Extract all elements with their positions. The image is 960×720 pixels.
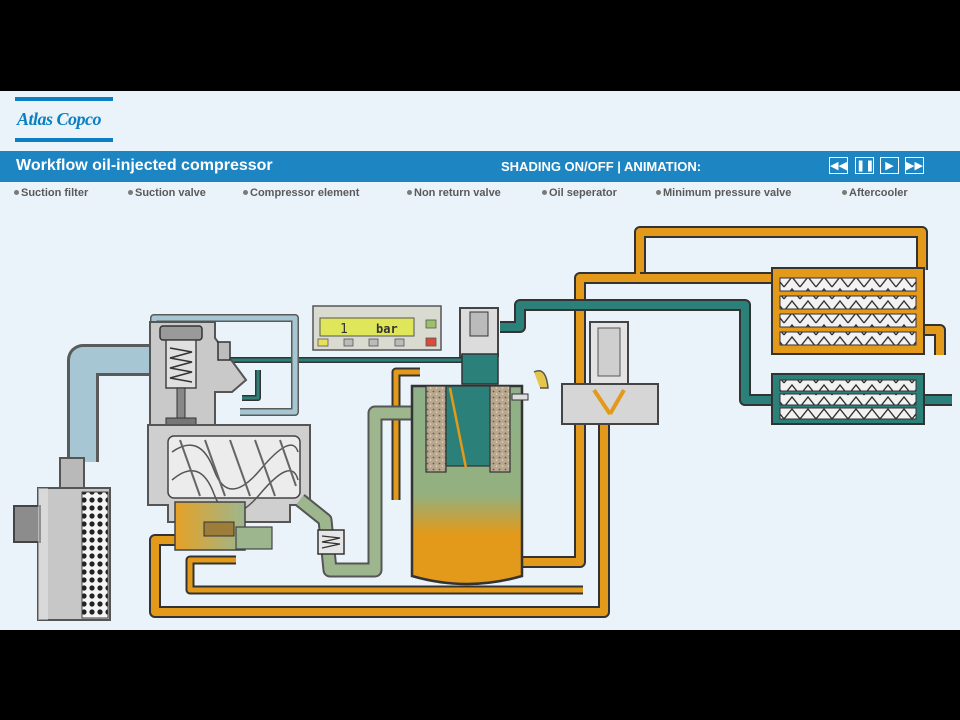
- nav-item-suction-filter[interactable]: Suction filter: [14, 187, 88, 199]
- bullet-icon: [542, 190, 547, 195]
- nav-item-non-return-valve[interactable]: Non return valve: [407, 187, 501, 199]
- bullet-icon: [656, 190, 661, 195]
- nav-item-label: Aftercooler: [849, 187, 908, 199]
- nav-item-label: Suction valve: [135, 187, 206, 199]
- oil-circuit: [149, 226, 946, 618]
- bullet-icon: [14, 190, 19, 195]
- controller-panel: 1 bar: [312, 305, 442, 351]
- nav-item-label: Non return valve: [414, 187, 501, 199]
- nav-item-oil-seperator[interactable]: Oil seperator: [542, 187, 617, 199]
- bullet-icon: [842, 190, 847, 195]
- fast-forward-icon: ▶▶: [906, 159, 923, 172]
- play-icon: ▶: [885, 159, 894, 172]
- non-return-valve: [317, 529, 345, 555]
- page-title: Workflow oil-injected compressor: [16, 157, 273, 174]
- controller-pressure-unit: bar: [376, 322, 398, 336]
- nav-item-suction-valve[interactable]: Suction valve: [128, 187, 206, 199]
- atlas-copco-logo: Atlas Copco: [15, 97, 113, 142]
- rewind-icon: ◀◀: [830, 159, 847, 172]
- oil-separator: [410, 307, 529, 586]
- nav-item-label: Minimum pressure valve: [663, 187, 792, 199]
- minimum-pressure-valve: [533, 321, 659, 425]
- title-bar: Workflow oil-injected compressor SHADING…: [0, 151, 960, 182]
- component-nav: Suction filter Suction valve Compressor …: [0, 184, 960, 204]
- non-return-valve-line: [295, 405, 420, 578]
- nav-item-label: Compressor element: [250, 187, 360, 199]
- pause-icon: ❚❚: [856, 159, 875, 172]
- suction-valve: [149, 321, 248, 431]
- compressor-element: [147, 424, 311, 551]
- shading-animation-label[interactable]: SHADING ON/OFF | ANIMATION:: [501, 159, 702, 174]
- nav-item-aftercooler[interactable]: Aftercooler: [842, 187, 908, 199]
- pause-button[interactable]: ❚❚: [855, 157, 874, 174]
- nav-item-minimum-pressure-valve[interactable]: Minimum pressure valve: [656, 187, 791, 199]
- compressor-diagram: 1 bar: [13, 226, 952, 621]
- play-button[interactable]: ▶: [880, 157, 899, 174]
- bullet-icon: [128, 190, 133, 195]
- compressed-air-line: [228, 299, 952, 406]
- rewind-button[interactable]: ◀◀: [829, 157, 848, 174]
- suction-filter: [13, 457, 111, 621]
- controller-pressure-value: 1: [340, 322, 348, 337]
- brand-name: Atlas Copco: [17, 109, 102, 129]
- workflow-stage: Atlas Copco Workflow oil-injected compre…: [0, 91, 960, 630]
- logo-bar: Atlas Copco: [0, 91, 960, 150]
- fast-forward-button[interactable]: ▶▶: [905, 157, 924, 174]
- nav-item-compressor-element[interactable]: Compressor element: [243, 187, 359, 199]
- nav-item-label: Suction filter: [21, 187, 89, 199]
- aftercooler: [771, 267, 925, 425]
- bullet-icon: [407, 190, 412, 195]
- bullet-icon: [243, 190, 248, 195]
- nav-item-label: Oil seperator: [549, 187, 617, 199]
